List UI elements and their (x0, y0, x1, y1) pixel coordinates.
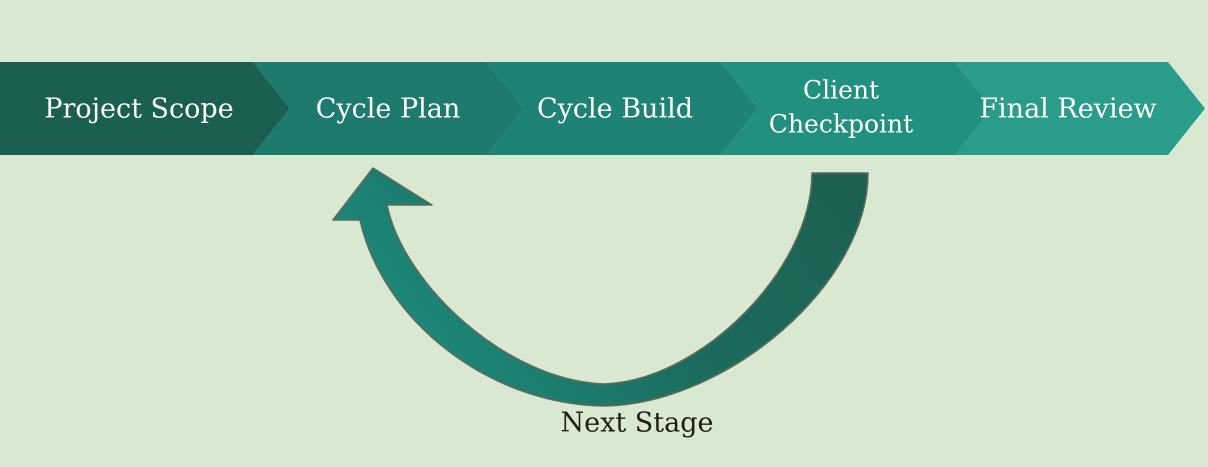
stage-label-final-review: Final Review (979, 94, 1156, 125)
stage-chevron-shape (721, 62, 992, 155)
stage-label-cycle-plan: Cycle Plan (316, 94, 461, 125)
stage-cycle-plan[interactable]: Cycle Plan (253, 62, 524, 155)
stage-label-cycle-build: Cycle Build (537, 94, 693, 125)
stage-label-project-scope: Project Scope (44, 94, 233, 125)
stage-label-client-checkpoint-line2: Checkpoint (769, 110, 913, 139)
feedback-loop-arrow (332, 167, 869, 407)
loop-arrow-shape (332, 167, 869, 407)
stage-label-client-checkpoint-line1: Client (803, 76, 879, 105)
stage-cycle-build[interactable]: Cycle Build (487, 62, 758, 155)
feedback-loop-caption: Next Stage (561, 408, 714, 439)
stage-final-review[interactable]: Final Review (955, 62, 1205, 155)
stage-project-scope[interactable]: Project Scope (0, 62, 290, 155)
stage-chevron-shape (487, 62, 758, 155)
stage-chevron-shape (253, 62, 524, 155)
stage-chevron-shape (955, 62, 1205, 155)
stage-client-checkpoint[interactable]: Client Checkpoint (721, 62, 992, 155)
stage-chevron-shape (0, 62, 290, 155)
